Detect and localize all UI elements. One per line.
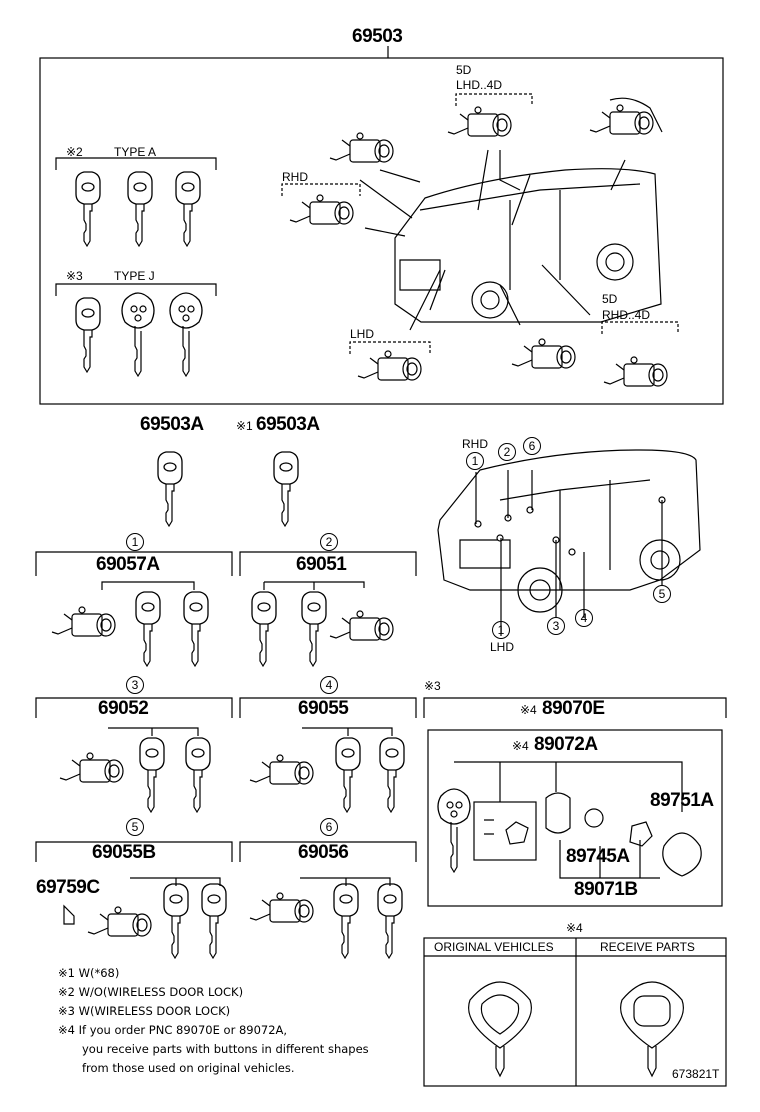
- lhd-5d-label: 5D: [456, 63, 472, 77]
- rhd-label: RHD: [282, 170, 308, 184]
- group-6-circle: 6: [320, 818, 338, 836]
- locator-circle-6: 6: [523, 437, 541, 455]
- part-89072a[interactable]: 89072A: [534, 734, 598, 755]
- group-5-part[interactable]: 69055B: [92, 842, 156, 863]
- compare-receive-title: RECEIVE PARTS: [600, 940, 695, 954]
- note-3: ※3 W(WIRELESS DOOR LOCK): [58, 1004, 231, 1018]
- group-1-circle: 1: [126, 533, 144, 551]
- remote-main-mark: ※4: [520, 703, 537, 717]
- note-5: you receive parts with buttons in differ…: [82, 1042, 369, 1056]
- note-4: ※4 If you order PNC 89070E or 89072A,: [58, 1023, 288, 1037]
- locator-circle-3: 3: [547, 617, 565, 635]
- part-69759c[interactable]: 69759C: [36, 877, 100, 898]
- rhd-5d-label: 5D: [602, 292, 618, 306]
- part-89745a[interactable]: 89745A: [566, 846, 630, 867]
- group-4-circle: 4: [320, 676, 338, 694]
- group-3-part[interactable]: 69052: [98, 698, 149, 719]
- locator-circle-1: 1: [466, 452, 484, 470]
- figure-id: 673821T: [672, 1067, 720, 1081]
- lhd-label: LHD: [350, 327, 375, 341]
- lhd-4d-label: LHD..4D: [456, 78, 503, 92]
- locator-circle-2: 2: [498, 443, 516, 461]
- group-1-part[interactable]: 69057A: [96, 554, 160, 575]
- type-a-mark: ※2: [66, 145, 83, 159]
- remote-section-mark: ※3: [424, 679, 441, 693]
- locator-circle-4: 4: [575, 609, 593, 627]
- compare-original-title: ORIGINAL VEHICLES: [434, 940, 554, 954]
- part-89751a[interactable]: 89751A: [650, 790, 714, 811]
- group-3-circle: 3: [126, 676, 144, 694]
- group-4-part[interactable]: 69055: [298, 698, 349, 719]
- part-89071b[interactable]: 89071B: [574, 879, 638, 900]
- group-6-part[interactable]: 69056: [298, 842, 349, 863]
- part-89070e[interactable]: 89070E: [542, 698, 605, 719]
- locator-circle-5: 5: [653, 585, 671, 603]
- group-2-circle: 2: [320, 533, 338, 551]
- note-2: ※2 W/O(WIRELESS DOOR LOCK): [58, 985, 244, 999]
- type-j-label: TYPE J: [114, 269, 155, 283]
- group-2-part[interactable]: 69051: [296, 554, 347, 575]
- note-6: from those used on original vehicles.: [82, 1061, 295, 1075]
- group-5-circle: 5: [126, 818, 144, 836]
- locator-rhd: RHD: [462, 437, 488, 451]
- rhd-4d-label: RHD..4D: [602, 308, 651, 322]
- type-a-label: TYPE A: [114, 145, 157, 159]
- part-69503a[interactable]: 69503A: [140, 414, 204, 435]
- type-j-mark: ※3: [66, 269, 83, 283]
- part-69503a-b-mark: ※1: [236, 419, 253, 433]
- remote-sub-mark: ※4: [512, 739, 529, 753]
- locator-lhd: LHD: [490, 640, 515, 654]
- header-part-number[interactable]: 69503: [352, 26, 403, 47]
- part-69503a-b[interactable]: 69503A: [256, 414, 320, 435]
- locator-circle-1b: 1: [492, 621, 510, 639]
- note-1: ※1 W(*68): [58, 966, 120, 980]
- compare-mark: ※4: [566, 921, 583, 935]
